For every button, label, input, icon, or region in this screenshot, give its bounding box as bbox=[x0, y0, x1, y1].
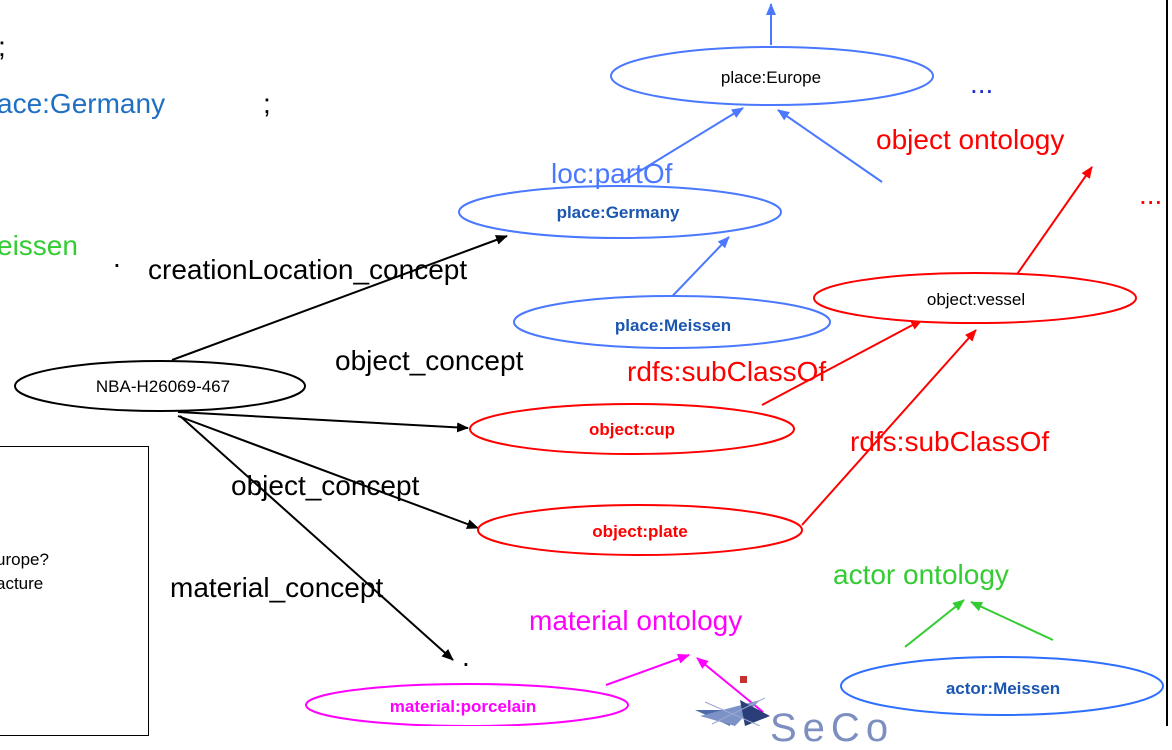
node-germany-label[interactable]: place:Germany bbox=[556, 203, 680, 222]
code-line2-end: ; bbox=[263, 88, 271, 119]
edge-vessel-object-ontology bbox=[1012, 166, 1093, 281]
edge-germany-europe bbox=[621, 107, 744, 183]
ellipsis-top: ... bbox=[970, 68, 994, 99]
node-meissen-place-label[interactable]: place:Meissen bbox=[614, 316, 732, 335]
edge-nba-germany bbox=[171, 235, 508, 361]
seco-logo-icon bbox=[695, 676, 770, 726]
code-line3-end: . bbox=[113, 242, 121, 273]
code-line1: ; bbox=[0, 33, 6, 61]
edge-plate-vessel bbox=[801, 329, 977, 526]
edge-porcelain-material-ontology bbox=[605, 654, 690, 686]
node-plate-label[interactable]: object:plate bbox=[592, 522, 688, 541]
node-plate-ellipse[interactable] bbox=[477, 504, 803, 556]
dot-marker: . bbox=[462, 641, 470, 672]
ontology-label-object: object ontology bbox=[876, 124, 1065, 155]
edge-label-subclass-2: rdfs:subClassOf bbox=[850, 426, 1050, 457]
query-box: urope? acture bbox=[0, 446, 149, 736]
query-line1: urope? bbox=[0, 550, 49, 569]
ontology-diagram bbox=[14, 3, 1164, 726]
edge-nba-material bbox=[179, 415, 454, 661]
ontology-label-actor: actor ontology bbox=[833, 559, 1009, 590]
node-vessel-label[interactable]: object:vessel bbox=[926, 290, 1026, 309]
edge-label-material-concept: material_concept bbox=[170, 572, 384, 603]
node-actor-meissen-label[interactable]: actor:Meissen bbox=[945, 679, 1061, 698]
code-line2-value: ace:Germany bbox=[0, 88, 166, 119]
code-line3-value: eissen bbox=[0, 230, 78, 261]
node-cup-ellipse[interactable] bbox=[469, 403, 795, 455]
node-porcelain-label[interactable]: material:porcelain bbox=[389, 697, 537, 716]
node-actor-meissen-ellipse[interactable] bbox=[840, 656, 1164, 716]
right-border-line bbox=[1166, 0, 1168, 726]
edge-label-subclass-1: rdfs:subClassOf bbox=[627, 356, 827, 387]
edge-cup-vessel bbox=[761, 319, 923, 406]
node-europe-label[interactable]: place:Europe bbox=[720, 68, 822, 87]
edge-partof-europe bbox=[777, 109, 883, 183]
ontology-label-material: material ontology bbox=[529, 605, 743, 636]
node-cup-label[interactable]: object:cup bbox=[589, 420, 675, 439]
node-meissen-place-ellipse[interactable] bbox=[513, 295, 831, 349]
edge-nba-cup bbox=[177, 411, 469, 433]
node-germany-ellipse[interactable] bbox=[458, 185, 782, 239]
node-nba-ellipse[interactable] bbox=[14, 360, 306, 412]
edge-actor-ontology-2 bbox=[970, 601, 1054, 641]
node-europe-ellipse[interactable] bbox=[610, 46, 934, 106]
edge-label-part-of: loc:partOf bbox=[551, 158, 673, 189]
ellipsis-right: ... bbox=[1139, 179, 1163, 210]
edge-label-object-concept-2: object_concept bbox=[231, 470, 420, 501]
query-line2: acture bbox=[0, 574, 44, 593]
logo-text: SeCo bbox=[770, 706, 895, 750]
node-porcelain-ellipse[interactable] bbox=[305, 683, 629, 726]
edge-label-object-concept-1: object_concept bbox=[335, 345, 524, 376]
node-vessel-ellipse[interactable] bbox=[813, 272, 1137, 324]
edge-nba-plate bbox=[177, 415, 479, 529]
edge-label-creation-location: creationLocation_concept bbox=[148, 254, 468, 285]
edge-actor-ontology-1 bbox=[904, 599, 965, 648]
node-nba-label[interactable]: NBA-H26069-467 bbox=[95, 377, 231, 396]
